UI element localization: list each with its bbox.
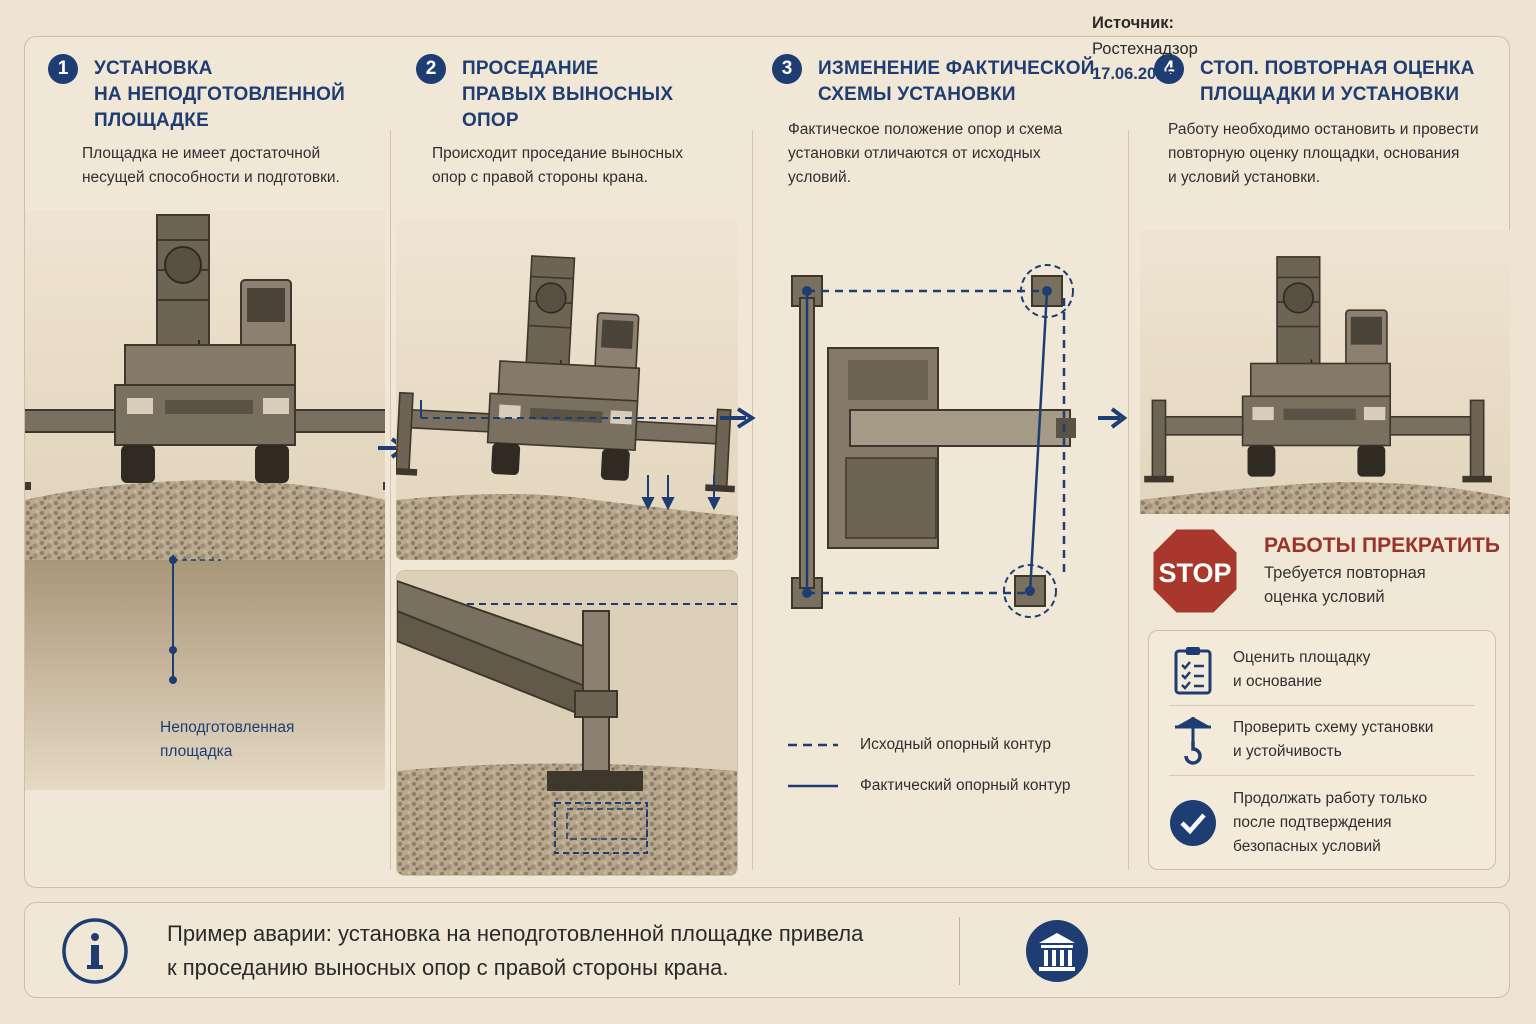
divider bbox=[959, 917, 960, 985]
stop-subtitle: Требуется повторная оценка условий bbox=[1264, 564, 1426, 606]
dashed-line-icon bbox=[788, 743, 838, 747]
step-2-header: 2 ПРОСЕДАНИЕ ПРАВЫХ ВЫНОСНЫХ ОПОР bbox=[416, 54, 674, 134]
column-divider bbox=[1128, 130, 1129, 870]
column-divider bbox=[390, 130, 391, 870]
column-divider bbox=[752, 130, 753, 870]
step-1-title: УСТАНОВКА НА НЕПОДГОТОВЛЕННОЙ ПЛОЩАДКЕ bbox=[94, 58, 345, 131]
accident-example-text: Пример аварии: установка на неподготовле… bbox=[167, 921, 864, 980]
arrow-right-icon bbox=[720, 407, 756, 429]
divider bbox=[1169, 705, 1475, 706]
step-3-header: 3 ИЗМЕНЕНИЕ ФАКТИЧЕСКОЙ СХЕМЫ УСТАНОВКИ bbox=[772, 54, 1095, 108]
required-actions-box: Оценить площадку и основание Проверить с… bbox=[1148, 630, 1496, 870]
crane-hook-icon bbox=[1175, 717, 1211, 765]
step-3-description: Фактическое положение опор и схема устан… bbox=[788, 121, 1063, 186]
source-date: 17.06.2025 bbox=[1092, 65, 1175, 83]
step-2-description: Происходит проседание выносных опор с пр… bbox=[432, 145, 683, 186]
legend-label: Фактический опорный контур bbox=[860, 777, 1071, 794]
stop-sign-text: STOP bbox=[1158, 558, 1231, 588]
stop-title: РАБОТЫ ПРЕКРАТИТЬ bbox=[1264, 534, 1501, 557]
step-4-description: Работу необходимо остановить и провести … bbox=[1168, 121, 1479, 186]
outrigger-subsidence-illustration bbox=[396, 220, 738, 560]
unprepared-site-label: Неподготовленная площадка bbox=[160, 719, 295, 760]
check-circle-icon bbox=[1170, 800, 1216, 846]
step-number-badge: 4 bbox=[1154, 54, 1184, 84]
outrigger-closeup-illustration bbox=[396, 570, 738, 876]
action-text: Продолжать работу только после подтвержд… bbox=[1233, 790, 1428, 855]
source-label: Источник: bbox=[1092, 14, 1175, 32]
footer-panel: Пример аварии: установка на неподготовле… bbox=[24, 902, 1510, 998]
crane-on-unprepared-site-illustration bbox=[25, 210, 385, 790]
crane-stopped-illustration bbox=[1140, 230, 1510, 514]
stop-sign-icon: STOP bbox=[1150, 526, 1240, 621]
step-4-title: СТОП. ПОВТОРНАЯ ОЦЕНКА ПЛОЩАДКИ И УСТАНО… bbox=[1200, 58, 1475, 105]
solid-line-icon bbox=[788, 784, 838, 788]
legend-actual-contour: Фактический опорный контур bbox=[788, 777, 1071, 795]
action-item: Оценить площадку и основание bbox=[1149, 645, 1497, 695]
action-text: Оценить площадку и основание bbox=[1233, 649, 1371, 690]
step-1-header: 1 УСТАНОВКА НА НЕПОДГОТОВЛЕННОЙ ПЛОЩАДКЕ bbox=[48, 54, 345, 134]
step-number-badge: 1 bbox=[48, 54, 78, 84]
support-layout-top-view-diagram bbox=[780, 258, 1100, 628]
divider bbox=[1169, 775, 1475, 776]
clipboard-checklist-icon bbox=[1174, 647, 1212, 695]
action-item: Продолжать работу только после подтвержд… bbox=[1149, 787, 1497, 859]
action-item: Проверить схему установки и устойчивость bbox=[1149, 715, 1497, 765]
step-2-title: ПРОСЕДАНИЕ ПРАВЫХ ВЫНОСНЫХ ОПОР bbox=[462, 58, 674, 131]
step-number-badge: 2 bbox=[416, 54, 446, 84]
legend-original-contour: Исходный опорный контур bbox=[788, 736, 1051, 754]
step-4-header: 4 СТОП. ПОВТОРНАЯ ОЦЕНКА ПЛОЩАДКИ И УСТА… bbox=[1154, 54, 1475, 108]
legend-label: Исходный опорный контур bbox=[860, 736, 1051, 753]
source-name: Ростехнадзор bbox=[1092, 40, 1198, 58]
government-building-icon bbox=[1026, 920, 1088, 982]
info-icon bbox=[62, 918, 128, 984]
step-3-title: ИЗМЕНЕНИЕ ФАКТИЧЕСКОЙ СХЕМЫ УСТАНОВКИ bbox=[818, 58, 1095, 105]
action-text: Проверить схему установки и устойчивость bbox=[1233, 719, 1434, 760]
step-number-badge: 3 bbox=[772, 54, 802, 84]
arrow-right-icon bbox=[1098, 407, 1128, 429]
step-1-description: Площадка не имеет достаточной несущей сп… bbox=[82, 145, 340, 186]
